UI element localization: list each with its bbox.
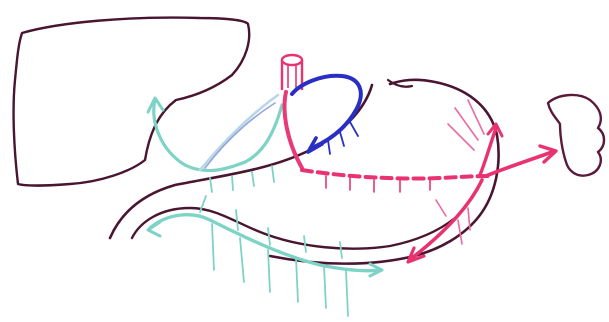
celiac-trunk	[282, 55, 302, 90]
short-gastric-twigs	[436, 100, 484, 244]
right-gastroepiploic-artery	[412, 180, 482, 258]
lesser-curvature-vein-branch-2	[205, 103, 275, 168]
splenic-branch-to-spleen	[486, 152, 552, 176]
left-gastric-vein	[292, 76, 361, 148]
splenic-artery-dashed	[302, 170, 490, 179]
liver-outline	[14, 18, 250, 186]
spleen-outline	[548, 95, 604, 176]
